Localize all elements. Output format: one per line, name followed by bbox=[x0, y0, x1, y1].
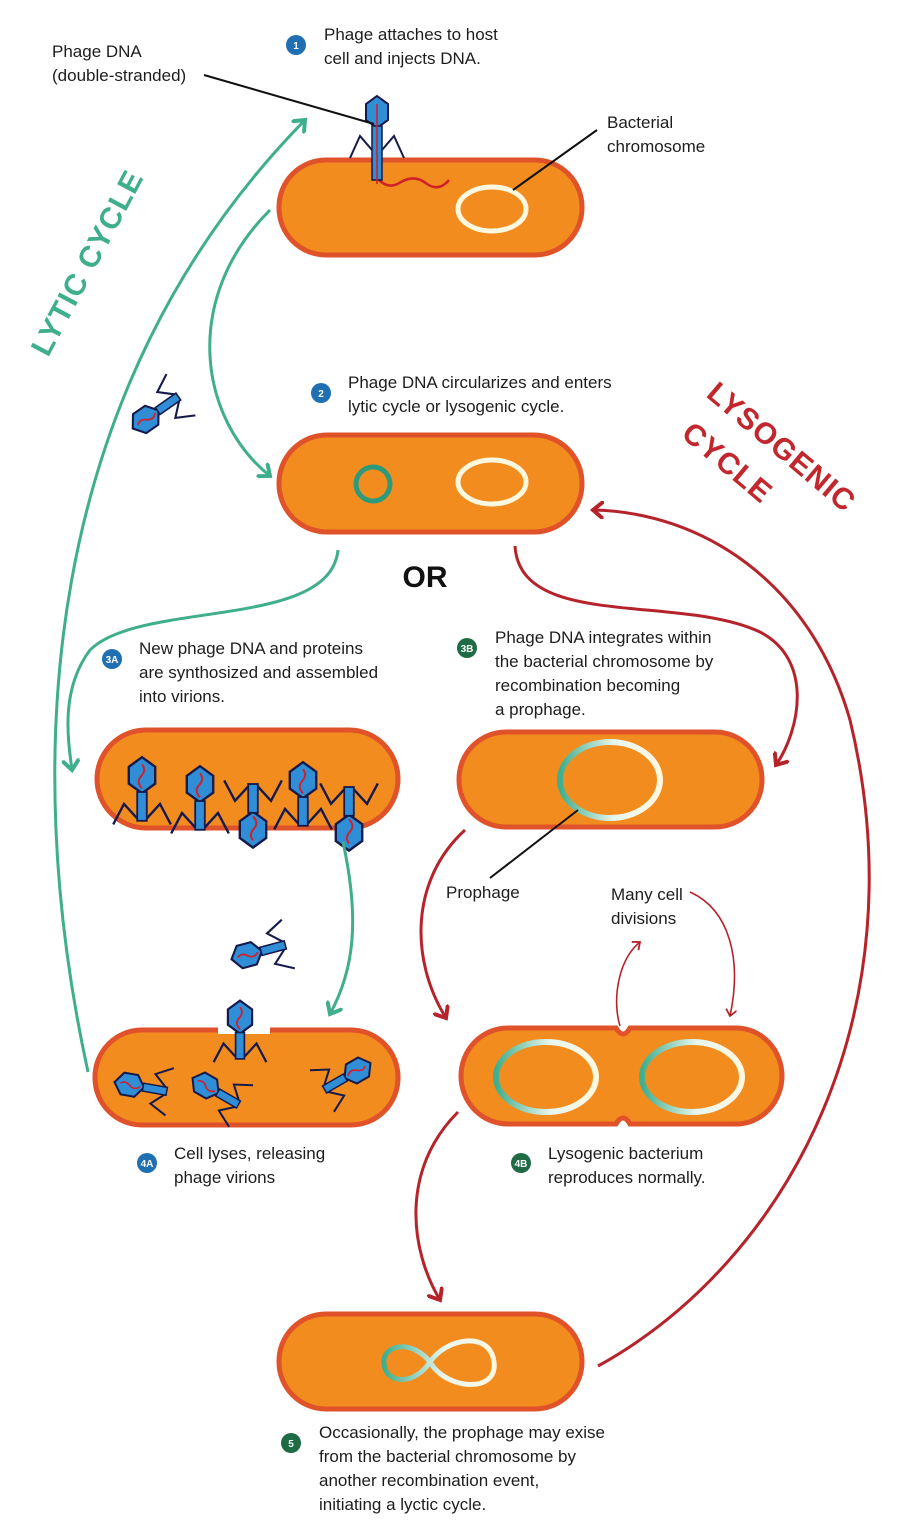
bacterial-chromosome-sublabel: chromosome bbox=[607, 137, 705, 156]
divisions-arrow-in bbox=[689, 891, 734, 1016]
cell-step-4a bbox=[92, 999, 401, 1128]
or-label: OR bbox=[403, 561, 448, 594]
step-2-text-line-2: lytic cycle or lysogenic cycle. bbox=[348, 397, 564, 416]
step-4b-badge-text: 4B bbox=[515, 1159, 528, 1170]
lytic-arrow-4a-to-1 bbox=[53, 120, 305, 1073]
step-4a-badge-text: 4A bbox=[141, 1159, 154, 1170]
cell-step-5 bbox=[276, 1311, 585, 1412]
step-5-text-line-3: another recombination event, bbox=[319, 1471, 539, 1490]
bacterial-chromosome-2 bbox=[455, 457, 529, 507]
step-3a-text-line-2: are synthosized and assembled bbox=[139, 663, 378, 682]
step-4b-text-line-1: Lysogenic bacterium bbox=[548, 1144, 703, 1163]
excising-prophage-loop bbox=[381, 1338, 497, 1387]
step-4a-text-line-1: Cell lyses, releasing bbox=[174, 1144, 325, 1163]
lytic-arrow-1-to-2 bbox=[208, 208, 270, 476]
step-5-text-line-4: initiating a lyctic cycle. bbox=[319, 1495, 486, 1514]
step-2-badge bbox=[311, 383, 331, 403]
cell-step-3b bbox=[456, 729, 765, 830]
step-5-badge bbox=[281, 1433, 301, 1453]
step-3a-badge-text: 3A bbox=[106, 655, 119, 666]
divisions-arrow-out bbox=[615, 942, 640, 1027]
step-1-text-line-1: Phage attaches to host bbox=[324, 25, 498, 44]
circular-phage-dna bbox=[353, 464, 393, 504]
step-2-text-line-1: Phage DNA circularizes and enters bbox=[348, 373, 612, 392]
step-3b-badge-text: 3B bbox=[461, 644, 474, 655]
prophage-pointer bbox=[489, 809, 579, 879]
step-1: 1 Phage attaches to host cell and inject… bbox=[286, 25, 498, 68]
prophage-ring-daughter-1 bbox=[493, 1039, 599, 1115]
injected-phage-dna bbox=[378, 177, 450, 189]
lysogenic-arrow-2-to-3b bbox=[513, 545, 799, 765]
lysogenic-arrow-3b-to-4b bbox=[419, 828, 467, 1018]
prophage-ring-daughter-2 bbox=[639, 1039, 745, 1115]
bacterial-chromosome-label: Bacterial bbox=[607, 113, 673, 132]
step-3a-badge bbox=[102, 649, 122, 669]
free-phage-2 bbox=[223, 918, 296, 985]
prophage-label: Prophage bbox=[446, 883, 520, 902]
step-3a: 3A New phage DNA and proteins are syntho… bbox=[102, 639, 378, 706]
many-cell-divisions-sublabel: divisions bbox=[611, 909, 676, 928]
step-5-badge-text: 5 bbox=[288, 1439, 294, 1450]
cell-step-2 bbox=[276, 432, 585, 535]
attaching-phage bbox=[349, 94, 405, 184]
step-4a: 4A Cell lyses, releasing phage virions bbox=[137, 1144, 325, 1187]
step-3a-text-line-3: into virions. bbox=[139, 687, 225, 706]
cell-step-3a bbox=[94, 727, 401, 852]
lytic-arrow-2-to-3a bbox=[68, 549, 340, 770]
step-4a-badge bbox=[137, 1153, 157, 1173]
step-2-badge-text: 2 bbox=[318, 389, 324, 400]
step-5-text-line-1: Occasionally, the prophage may exise bbox=[319, 1423, 605, 1442]
lysogenic-arrow-4b-to-5 bbox=[414, 1110, 460, 1300]
step-1-badge bbox=[286, 35, 306, 55]
step-3b-text-line-1: Phage DNA integrates within bbox=[495, 628, 711, 647]
step-3b-text-line-4: a prophage. bbox=[495, 700, 586, 719]
step-3b: 3B Phage DNA integrates within the bacte… bbox=[457, 628, 714, 719]
cell-step-1 bbox=[276, 157, 585, 258]
bacterial-chromosome-1 bbox=[455, 184, 529, 234]
step-3a-text-line-1: New phage DNA and proteins bbox=[139, 639, 363, 658]
step-1-badge-text: 1 bbox=[293, 41, 299, 52]
step-4b-text-line-2: reproduces normally. bbox=[548, 1168, 705, 1187]
step-3b-text-line-3: recombination becoming bbox=[495, 676, 680, 695]
step-5-text-line-2: from the bacterial chromosome by bbox=[319, 1447, 576, 1466]
step-4b: 4B Lysogenic bacterium reproduces normal… bbox=[511, 1144, 705, 1187]
step-3b-badge bbox=[457, 638, 477, 658]
step-4a-text-line-2: phage virions bbox=[174, 1168, 275, 1187]
lysogenic-arrow-5-to-2 bbox=[593, 510, 871, 1368]
many-cell-divisions-label: Many cell bbox=[611, 885, 683, 904]
phage-dna-label: Phage DNA bbox=[52, 42, 142, 61]
lytic-cycle-title: LYTIC CYCLE bbox=[25, 165, 150, 361]
step-2: 2 Phage DNA circularizes and enters lyti… bbox=[311, 373, 612, 416]
chromosome-pointer bbox=[512, 129, 598, 191]
lytic-arrow-3a-to-4a bbox=[330, 841, 355, 1014]
step-1-text-line-2: cell and injects DNA. bbox=[324, 49, 481, 68]
step-3b-text-line-2: the bacterial chromosome by bbox=[495, 652, 714, 671]
phage-dna-pointer bbox=[203, 74, 375, 125]
cell-step-4b-dividing bbox=[458, 1025, 785, 1127]
phage-dna-sublabel: (double-stranded) bbox=[52, 66, 186, 85]
step-4b-badge bbox=[511, 1153, 531, 1173]
prophage-ring bbox=[557, 739, 663, 821]
step-5: 5 Occasionally, the prophage may exise f… bbox=[281, 1423, 605, 1514]
